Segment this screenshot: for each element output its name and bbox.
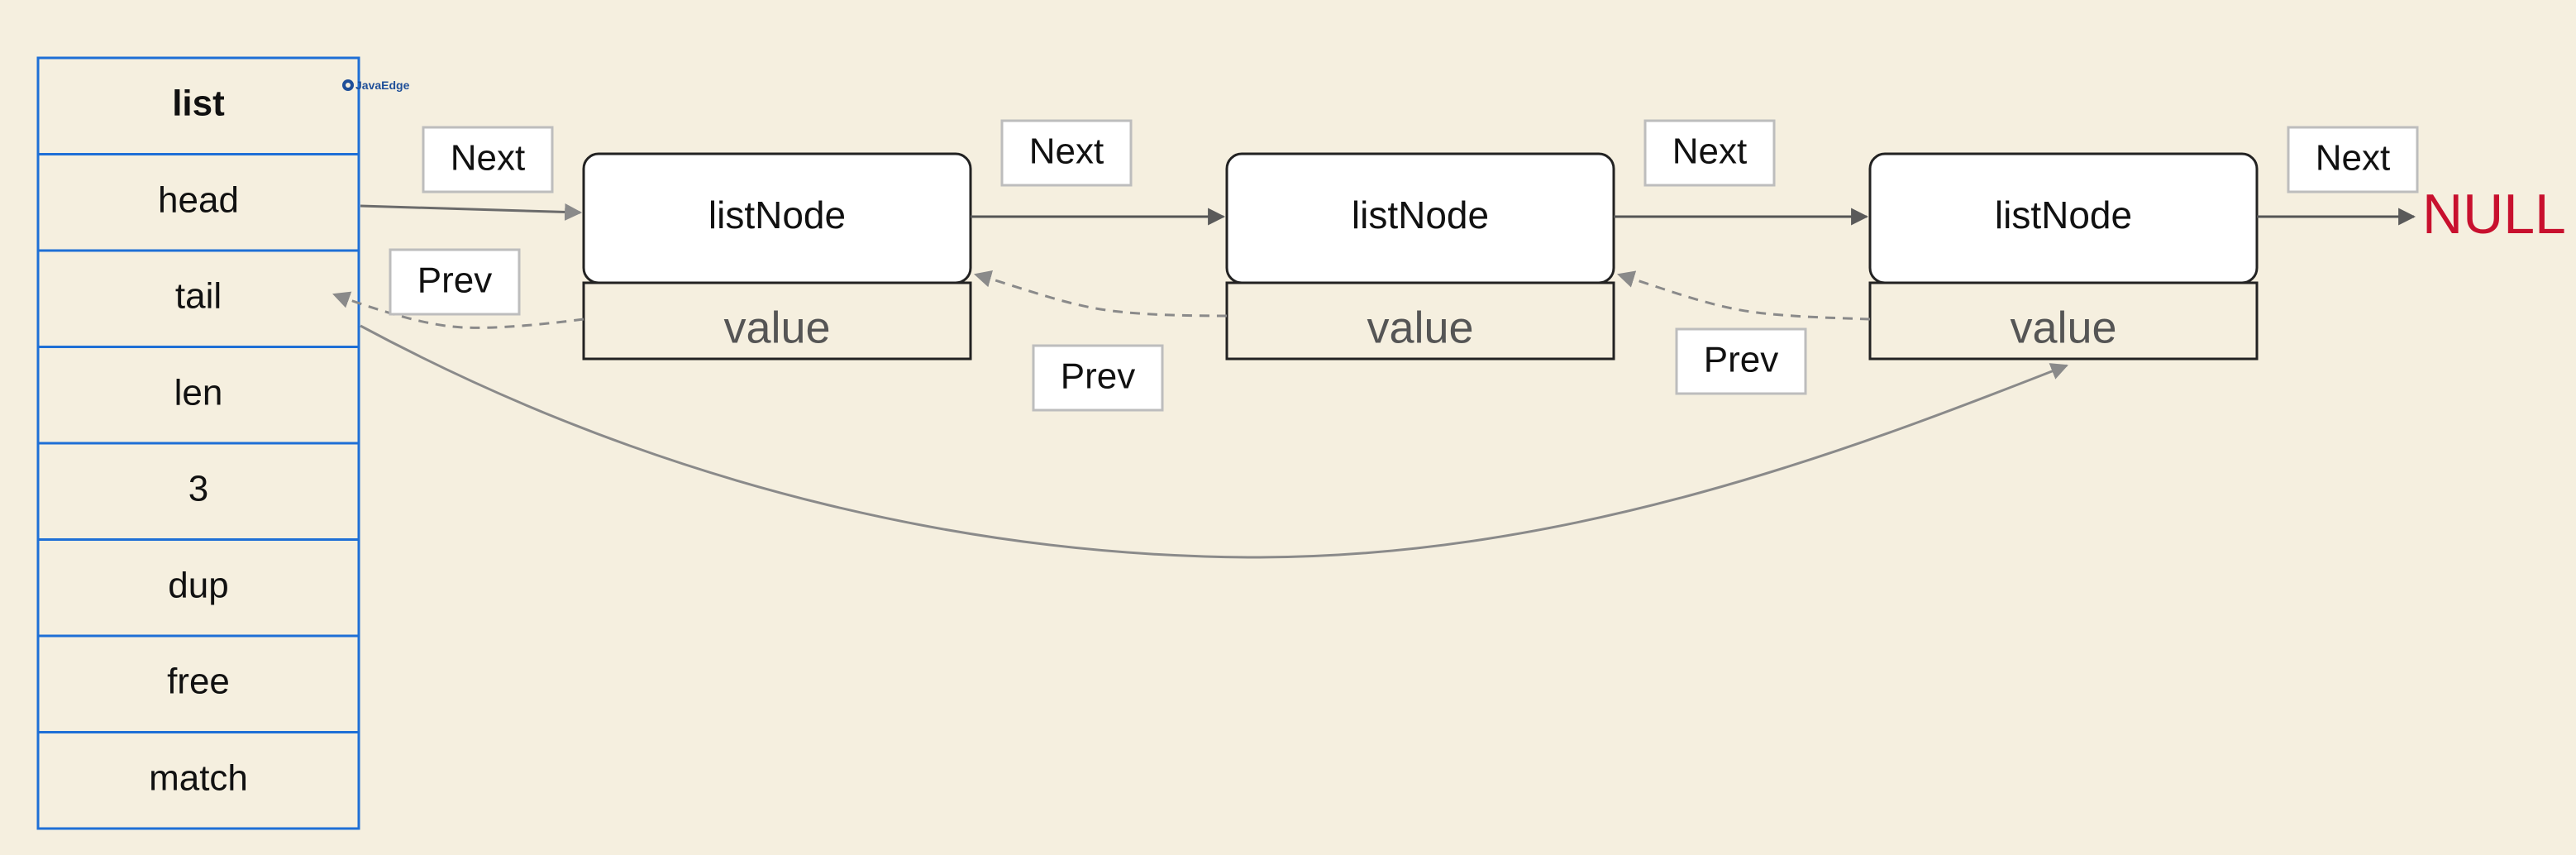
next-label-text: Next <box>1672 131 1747 172</box>
field-dup: dup <box>168 566 228 606</box>
prev-label-2: Prev <box>1032 344 1164 412</box>
node-value: value <box>1367 303 1473 352</box>
node-value: value <box>723 303 830 352</box>
next-label-text: Next <box>2316 138 2390 179</box>
node-label: listNode <box>1995 193 2132 236</box>
field-tail: tail <box>175 276 222 317</box>
node-label: listNode <box>1352 193 1489 236</box>
javaedge-logo: JavaEdge <box>342 79 410 92</box>
tail-arrow <box>360 324 2068 559</box>
list-node-2: listNode value <box>1225 152 1615 361</box>
next-label-1: Next <box>422 126 554 193</box>
prev-label-text: Prev <box>417 260 492 301</box>
head-arrow <box>360 203 583 221</box>
next-label-4: Next <box>2287 126 2419 193</box>
prev-arrow-2 <box>1616 270 1871 321</box>
list-node-1: listNode value <box>582 152 972 361</box>
prev-label-3: Prev <box>1675 327 1807 395</box>
null-terminal: NULL <box>2422 183 2566 246</box>
list-node-3: listNode value <box>1868 152 2259 361</box>
prev-arrow-tail <box>332 291 584 329</box>
field-len-value: 3 <box>188 469 208 509</box>
prev-label-text: Prev <box>1061 356 1135 397</box>
next-label-text: Next <box>451 138 525 179</box>
node-label: listNode <box>708 193 846 236</box>
node-value: value <box>2010 303 2116 352</box>
next-label-3: Next <box>1643 119 1776 187</box>
field-match: match <box>149 758 248 799</box>
field-free: free <box>167 662 230 702</box>
prev-arrow-1 <box>973 270 1228 318</box>
next-label-2: Next <box>1000 119 1133 187</box>
list-title: list <box>172 84 225 124</box>
field-len: len <box>174 373 223 413</box>
list-struct: list head tail len 3 dup free match <box>36 56 360 830</box>
next-label-text: Next <box>1029 131 1104 172</box>
field-head: head <box>158 180 239 221</box>
prev-label-1: Prev <box>389 248 521 316</box>
watermark-text: JavaEdge <box>355 79 410 92</box>
prev-label-text: Prev <box>1704 340 1778 380</box>
